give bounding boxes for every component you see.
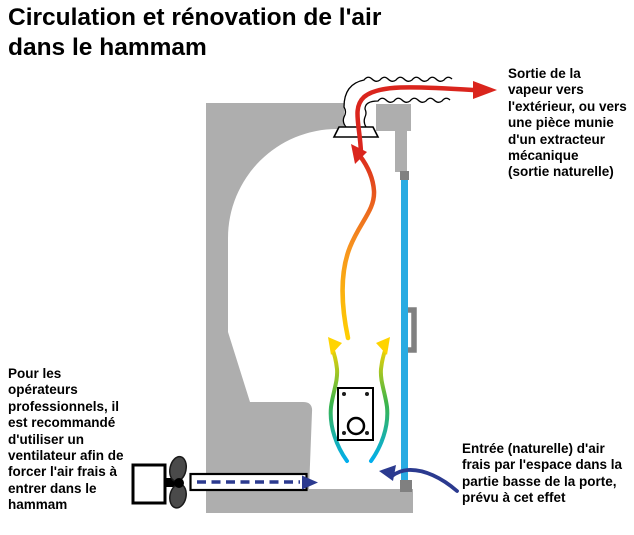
- forced-air-arrowhead: [302, 475, 318, 490]
- steam-plume-arrow-left: [328, 346, 349, 463]
- annotation-fan-recommendation: Pour les opérateurs professionnels, il e…: [8, 366, 124, 513]
- steam-generator-screw: [365, 392, 369, 396]
- door-glass: [401, 179, 408, 481]
- door-handle: [408, 307, 417, 353]
- door-bottom-fitting: [400, 480, 412, 492]
- steam-exit-arrowhead: [473, 81, 497, 99]
- fan: [131, 455, 187, 509]
- steam-generator-screw: [342, 431, 346, 435]
- steam-generator-screw: [365, 431, 369, 435]
- annotation-air-inlet: Entrée (naturelle) d'air frais par l'esp…: [462, 441, 623, 506]
- steam-nozzle: [346, 416, 366, 436]
- flexible-duct-outline-outer: [342, 76, 453, 128]
- rising-hot-air-arrow: [340, 153, 377, 341]
- rising-hot-air-arrowhead: [351, 144, 367, 164]
- steam-plume-arrowhead-right: [376, 337, 390, 355]
- steam-plume-arrowhead-left: [328, 337, 342, 355]
- wall-above-door: [376, 104, 411, 172]
- floor-slab: [206, 489, 413, 513]
- wall-and-ceiling: [206, 103, 344, 490]
- flexible-duct-outline-inner: [363, 97, 451, 128]
- vent-collar: [332, 126, 380, 138]
- steam-plume-arrow-right: [369, 346, 390, 463]
- page-title: Circulation et rénovation de l'air dans …: [8, 4, 382, 61]
- fan-hub: [174, 478, 184, 488]
- steam-generator-screw: [342, 392, 346, 396]
- natural-air-inlet-arrow: [390, 468, 459, 493]
- steam-exit-arrow: [355, 85, 476, 156]
- annotation-steam-outlet: Sortie de la vapeur vers l'extérieur, ou…: [508, 66, 627, 180]
- fan-shaft: [164, 478, 182, 487]
- steam-generator: [337, 387, 374, 441]
- natural-air-inlet-arrowhead: [379, 465, 396, 481]
- door-top-fitting: [400, 171, 409, 180]
